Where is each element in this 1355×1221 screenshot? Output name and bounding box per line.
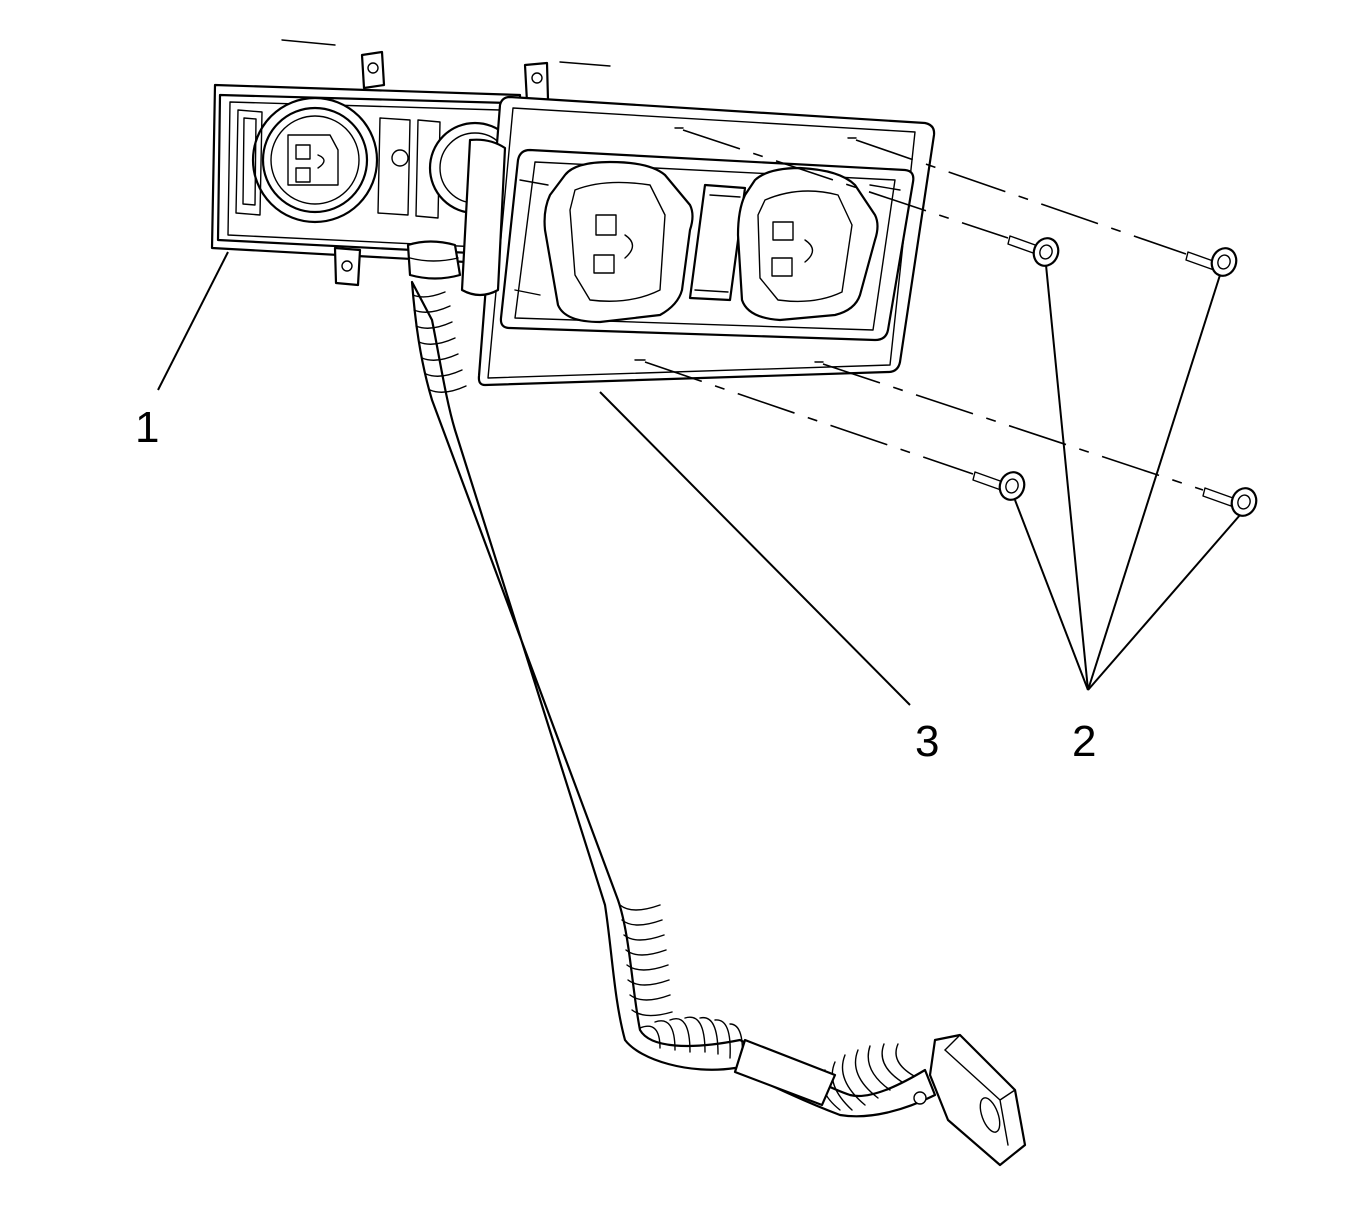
screw-bottom-right (1202, 487, 1258, 517)
screw-top-left (1007, 235, 1060, 267)
screw-bottom-left (972, 471, 1026, 501)
wiring-harness (410, 280, 937, 1118)
screw-top-right (1185, 247, 1238, 277)
outlet-cover-plate (477, 95, 936, 387)
callout-1: 1 (135, 403, 159, 452)
leader-2d (1087, 514, 1241, 691)
leader-2b (1087, 274, 1221, 691)
harness-connector (913, 1033, 1027, 1167)
harness-grommet (406, 138, 507, 297)
leader-3 (599, 391, 911, 706)
leader-1 (157, 251, 229, 391)
leader-2c (1014, 499, 1089, 691)
callout-3: 3 (915, 717, 939, 766)
callout-2: 2 (1072, 717, 1096, 766)
alignment-lines (644, 129, 1204, 491)
leader-lines (157, 251, 1241, 706)
leader-2a (1045, 264, 1089, 691)
